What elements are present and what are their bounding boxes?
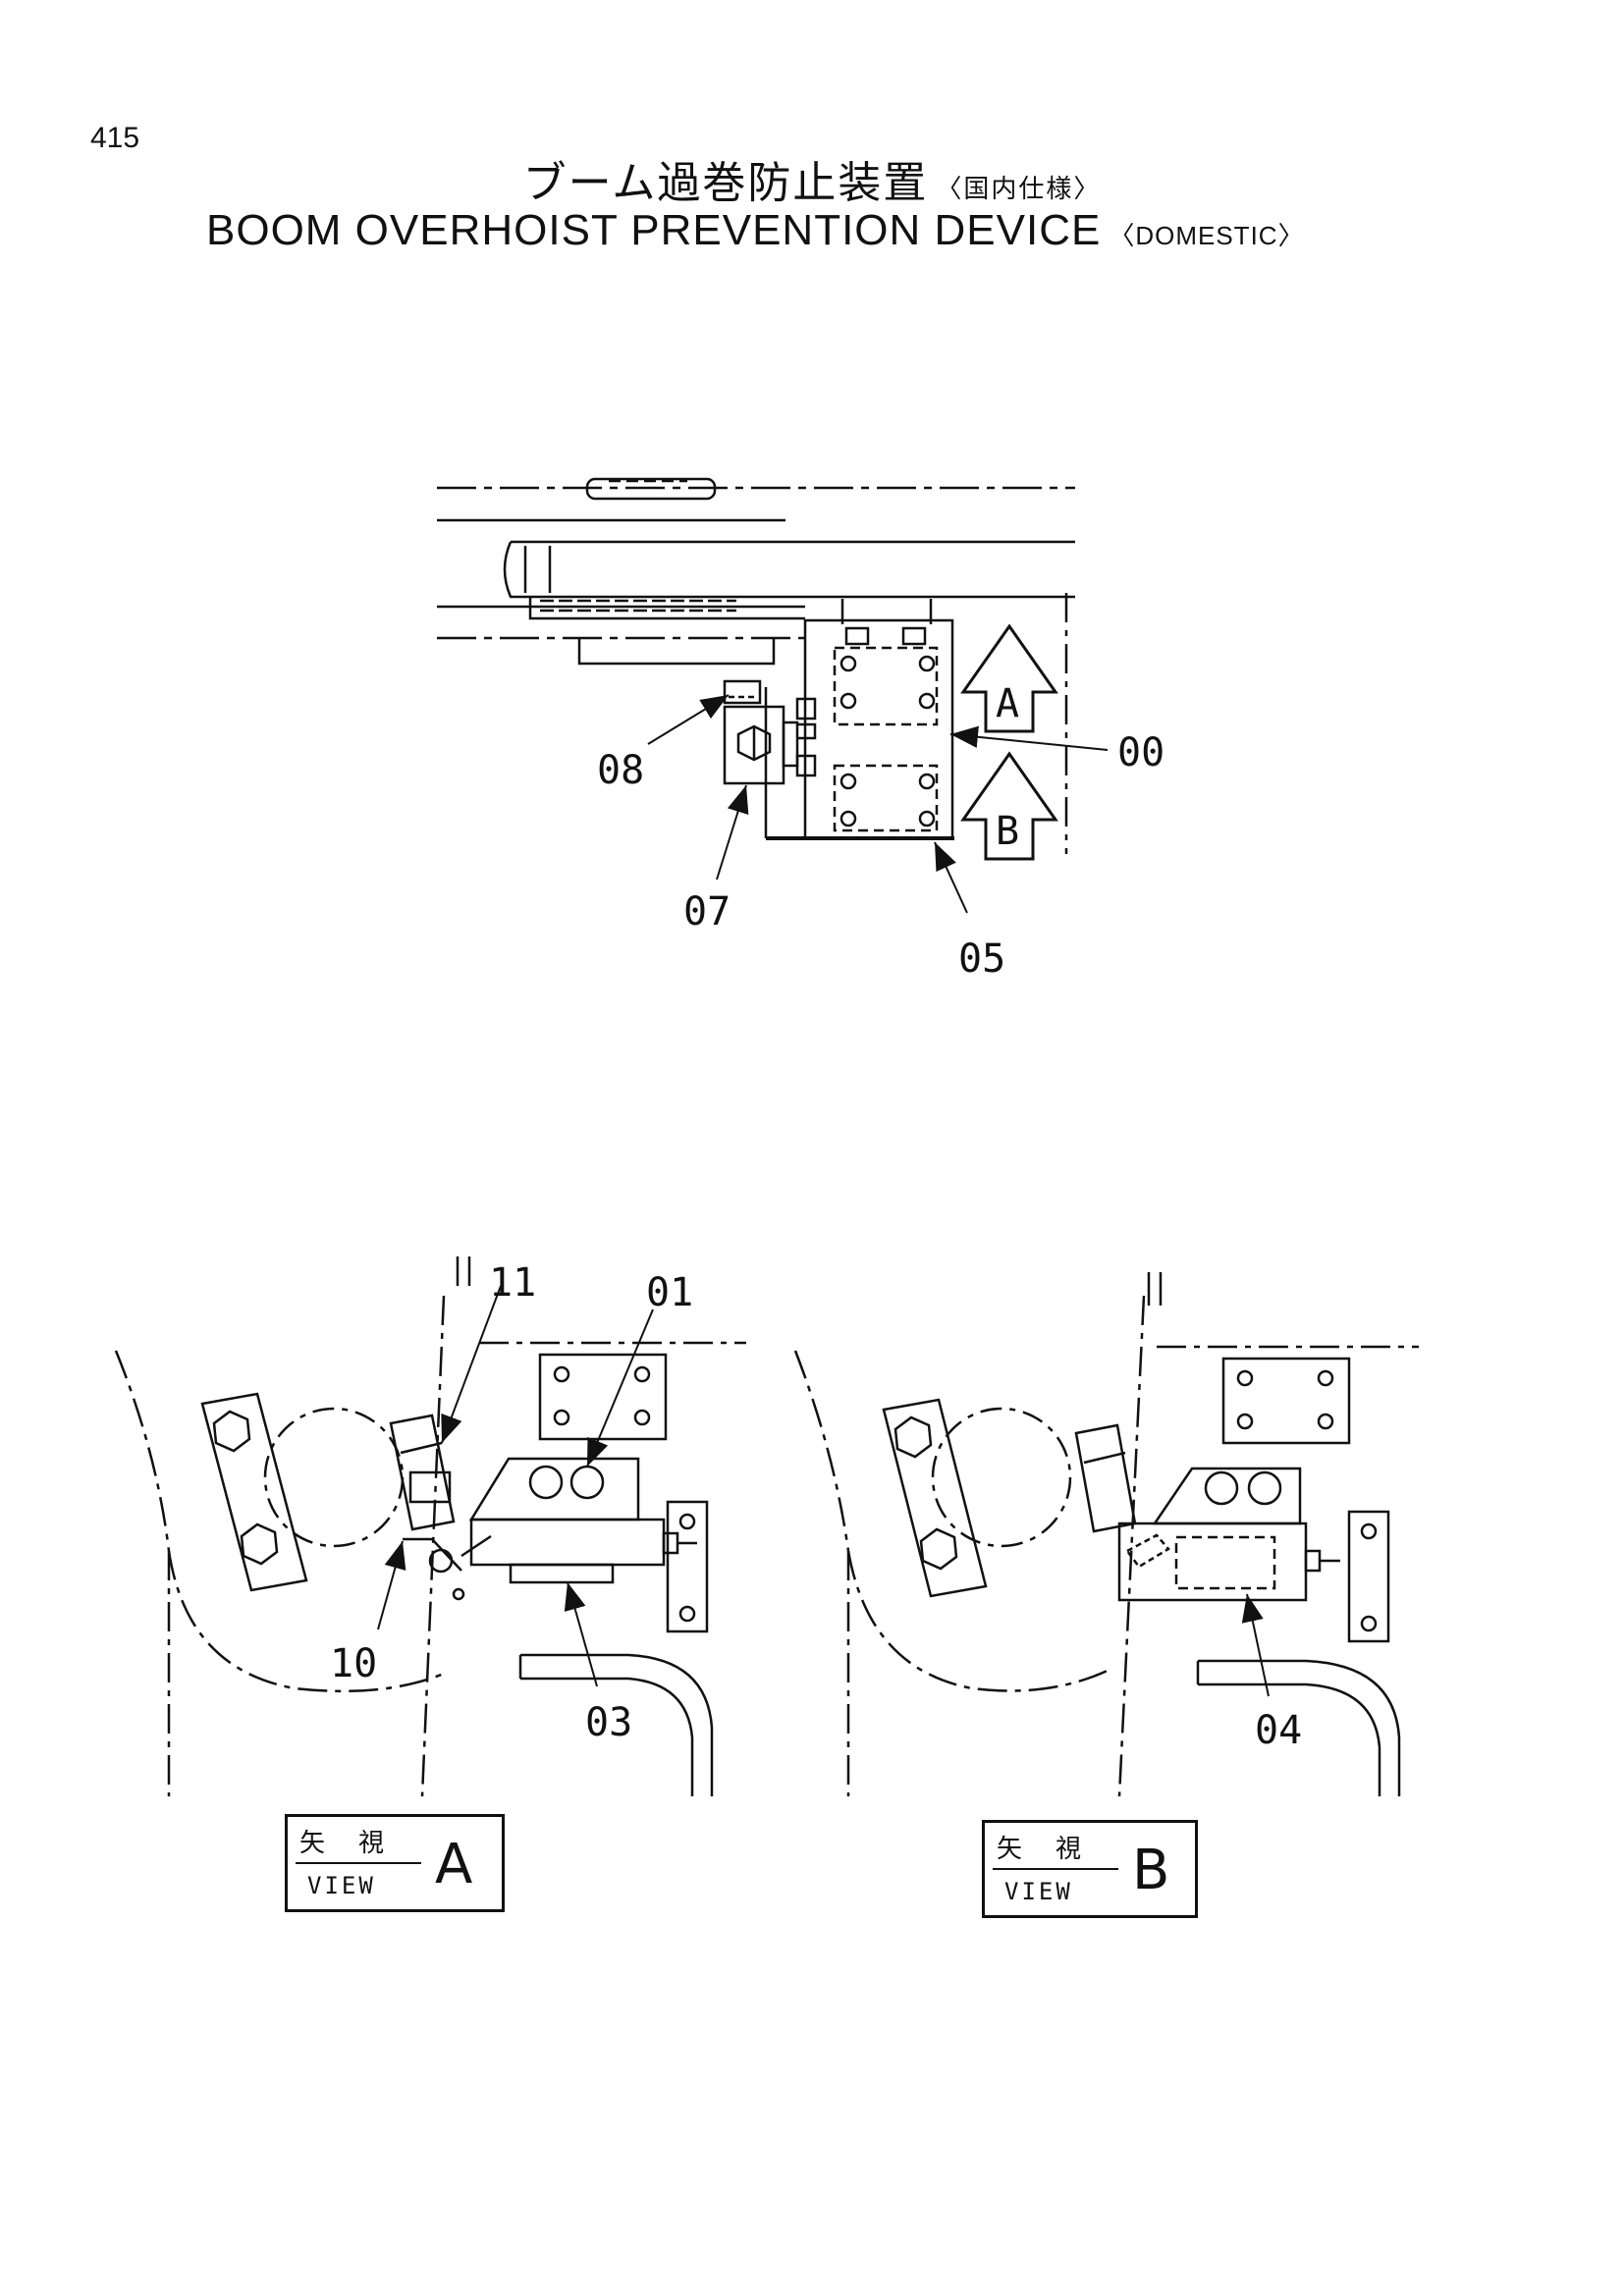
view-b-leaders <box>1241 1593 1270 1697</box>
arrow-b-label: B <box>996 809 1019 854</box>
bracket-plate <box>803 618 954 840</box>
callout-00: 00 <box>1117 730 1164 775</box>
view-label-b: 矢視 VIEW B <box>982 1820 1198 1918</box>
pin-body <box>503 540 1075 599</box>
title-japanese: ブーム過巻防止装置〈国内仕様〉 <box>0 147 1624 210</box>
callout-08: 08 <box>597 748 644 793</box>
view-a-drawing <box>114 1256 746 1797</box>
title-jp-spec: 〈国内仕様〉 <box>936 175 1102 204</box>
arrow-a-label: A <box>996 681 1019 726</box>
view-b-jp: 矢視 <box>997 1835 1115 1864</box>
title-english: BOOM OVERHOIST PREVENTION DEVICE〈DOMESTI… <box>206 206 1305 255</box>
view-b-en: VIEW <box>1004 1878 1073 1905</box>
view-label-a: 矢視 VIEW A <box>285 1814 505 1912</box>
title-en-spec: 〈DOMESTIC〉 <box>1109 221 1305 250</box>
callout-04: 04 <box>1255 1708 1302 1753</box>
callout-07: 07 <box>683 889 731 934</box>
callout-01: 01 <box>646 1270 693 1315</box>
page-number: 415 <box>90 122 140 154</box>
arrow-a <box>960 623 1058 733</box>
arrow-b <box>960 751 1058 861</box>
callout-11: 11 <box>489 1260 536 1306</box>
view-a-jp: 矢視 <box>299 1829 418 1858</box>
view-b-divider <box>993 1868 1118 1870</box>
link-bar-a <box>200 1392 308 1592</box>
view-b-drawing <box>793 1272 1419 1797</box>
mount-plate-b <box>1221 1357 1351 1445</box>
view-a-leaders <box>377 1285 654 1687</box>
callout-10: 10 <box>330 1641 377 1686</box>
link-bar-b <box>882 1398 988 1598</box>
callout-05: 05 <box>958 936 1005 982</box>
view-a-en: VIEW <box>307 1872 376 1899</box>
top-leaders <box>647 694 1109 914</box>
view-arrows <box>960 623 1058 861</box>
callout-03: 03 <box>585 1700 632 1745</box>
view-a-letter: A <box>435 1833 473 1896</box>
title-jp-main: ブーム過巻防止装置 <box>522 158 929 208</box>
top-assembly <box>437 477 1075 854</box>
view-b-letter: B <box>1132 1839 1170 1902</box>
switch-b-upper <box>1074 1423 1137 1533</box>
switch-11 <box>389 1414 456 1531</box>
title-en-main: BOOM OVERHOIST PREVENTION DEVICE <box>206 206 1102 254</box>
part-08 <box>723 679 762 705</box>
view-a-divider <box>296 1862 421 1864</box>
